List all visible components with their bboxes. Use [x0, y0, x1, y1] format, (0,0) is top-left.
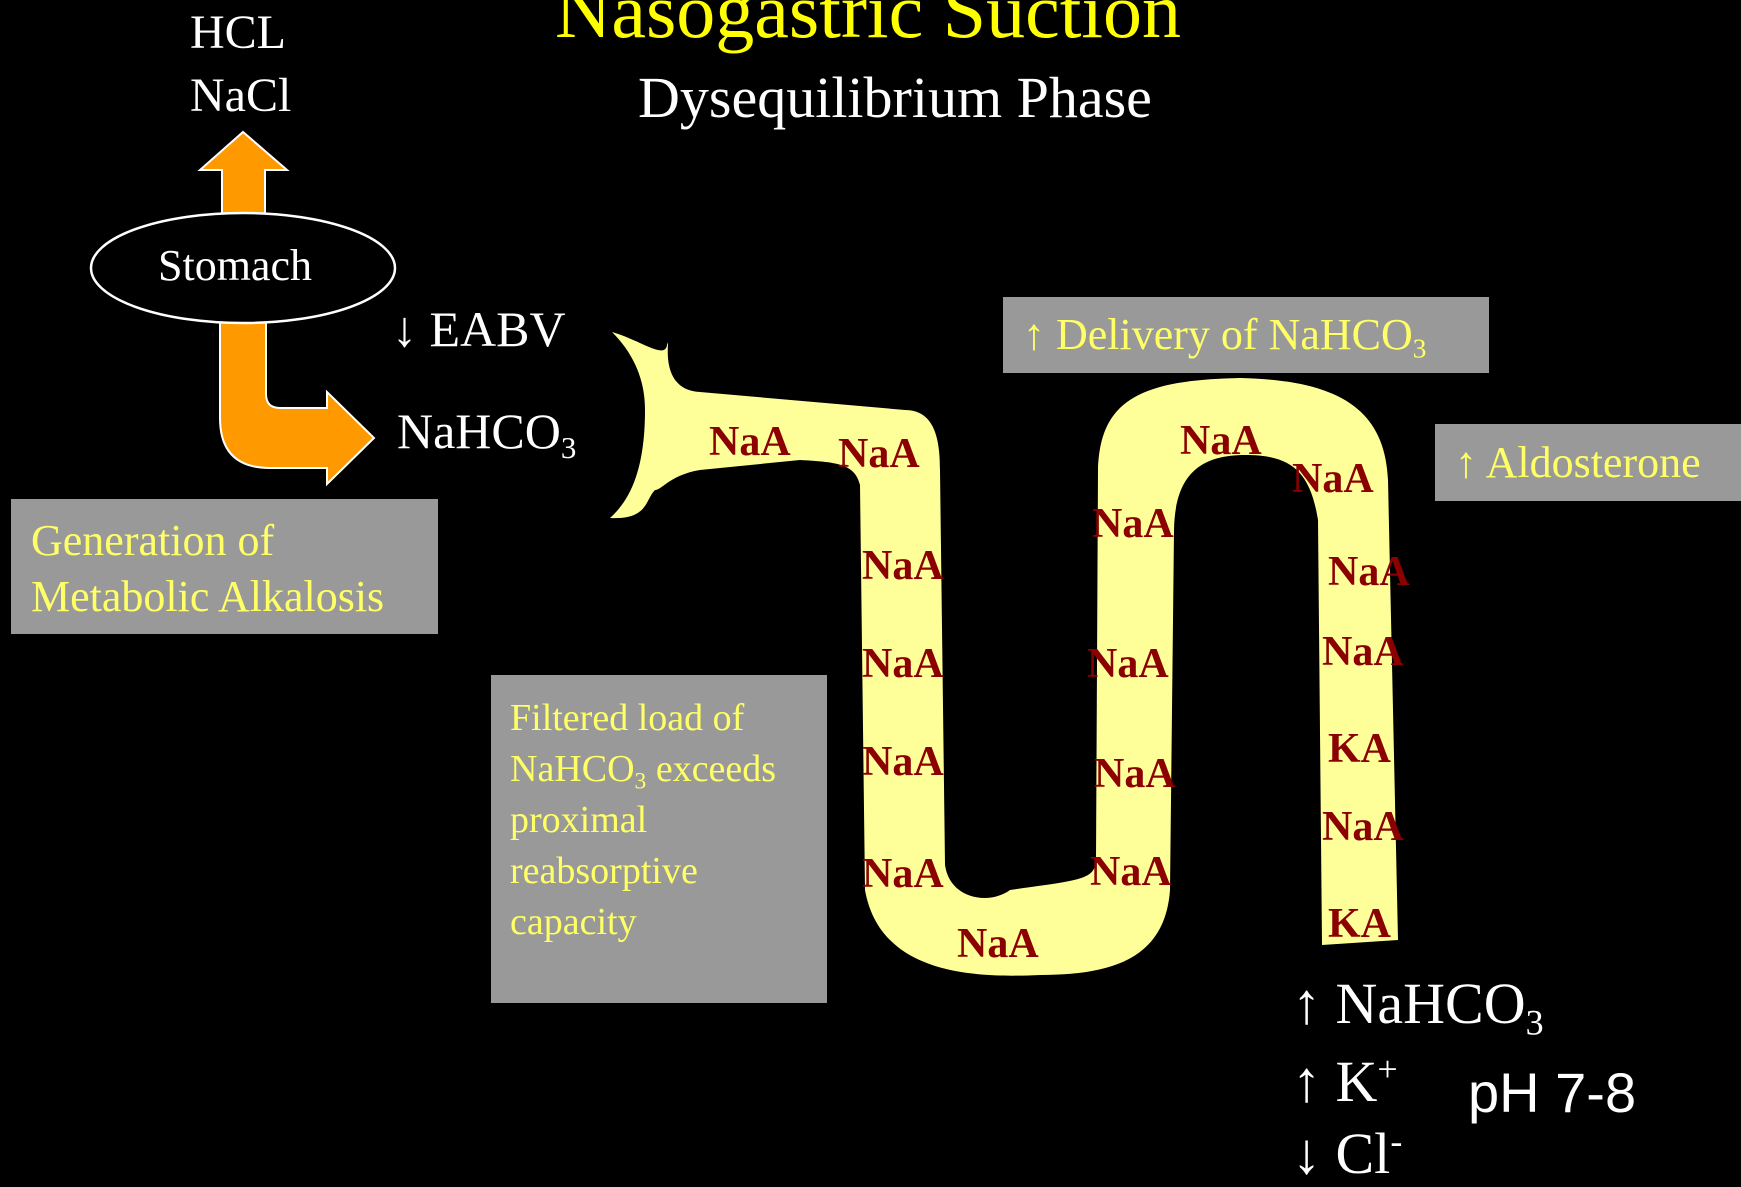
urine-ph-label: pH 7-8 [1468, 1060, 1636, 1125]
tubule-ion-label: NaA [838, 430, 920, 478]
filtered-line-2: NaHCO3 exceeds [510, 744, 827, 795]
tubule-ion-label: NaA [709, 418, 791, 466]
tubule-ion-label: NaA [1322, 803, 1404, 851]
nacl-label: NaCl [190, 68, 291, 123]
filtered-line-4: reabsorptive [510, 846, 827, 897]
tubule-ion-label: NaA [1322, 628, 1404, 676]
urine-k-label: ↑ K+ [1292, 1048, 1398, 1115]
tubule-ion-label: NaA [1328, 548, 1410, 596]
tubule-ion-label: NaA [1090, 848, 1172, 896]
tubule-ion-label: NaA [1292, 455, 1374, 503]
filtered-line-3: proximal [510, 795, 827, 846]
tubule-ion-label: NaA [862, 738, 944, 786]
filtered-line-5: capacity [510, 897, 827, 948]
tubule-ion-label: KA [1328, 900, 1391, 948]
tubule-ion-label: KA [1328, 725, 1391, 773]
generation-box: Generation of Metabolic Alkalosis [11, 499, 438, 634]
hcl-label: HCL [190, 5, 286, 60]
tubule-ion-label: NaA [1092, 500, 1174, 548]
tubule-ion-label: NaA [1180, 417, 1262, 465]
urine-nahco3-label: ↑ NaHCO3 [1292, 970, 1544, 1037]
delivery-box: ↑ Delivery of NaHCO3 [1003, 297, 1489, 373]
bent-arrow-icon [220, 318, 374, 484]
eabv-label: ↓ EABV [392, 300, 566, 358]
filtered-load-box: Filtered load of NaHCO3 exceeds proximal… [491, 675, 827, 1003]
tubule-ion-label: NaA [862, 542, 944, 590]
tubule-ion-label: NaA [1087, 640, 1169, 688]
generation-line-1: Generation of [31, 513, 438, 569]
tubule-ion-label: NaA [862, 850, 944, 898]
urine-cl-label: ↓ Cl- [1292, 1120, 1402, 1187]
filtered-line-1: Filtered load of [510, 693, 827, 744]
aldosterone-box: ↑ Aldosterone [1435, 424, 1741, 501]
nahco3-label: NaHCO3 [397, 402, 576, 460]
generation-line-2: Metabolic Alkalosis [31, 569, 438, 625]
stomach-label: Stomach [158, 240, 312, 291]
tubule-ion-label: NaA [957, 920, 1039, 968]
tubule-ion-label: NaA [1094, 750, 1176, 798]
tubule-ion-label: NaA [862, 640, 944, 688]
